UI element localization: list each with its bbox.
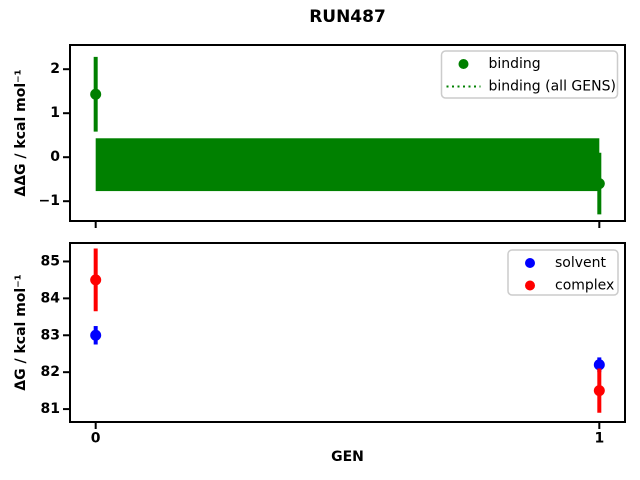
data-point-binding-1 — [593, 178, 605, 190]
legend-box-top — [440, 50, 619, 99]
axes-frame-top — [69, 44, 626, 222]
data-point-complex-0 — [90, 274, 102, 286]
legend-box-bottom — [507, 249, 619, 296]
top-y-axis-label: ΔΔG / kcal mol⁻¹ — [13, 69, 29, 196]
legend-label-solvent: solvent — [555, 255, 607, 271]
x-tick-label-1: 1 — [594, 431, 604, 447]
y-tick-label-top-1: 0 — [50, 149, 60, 165]
y-tick-label-bottom-3: 84 — [41, 290, 61, 306]
confidence-band-binding-all-gens — [95, 138, 600, 192]
axes-frame-bottom — [69, 242, 626, 423]
bottom-y-axis-label: ΔG / kcal mol⁻¹ — [13, 274, 29, 390]
y-tick-label-bottom-1: 82 — [41, 364, 60, 380]
y-tick-label-bottom-4: 85 — [41, 253, 60, 269]
legend-label-complex: complex — [555, 278, 614, 294]
legend-top: binding binding (all GENS) — [440, 50, 619, 99]
legend-marker-dot-binding — [458, 59, 469, 69]
data-point-solvent-1 — [593, 359, 605, 371]
y-tick-label-top-0: −1 — [39, 193, 60, 209]
legend-label-binding-all-gens: binding (all GENS) — [489, 79, 616, 95]
y-tick-label-bottom-2: 83 — [41, 327, 60, 343]
data-point-binding-0 — [90, 88, 102, 100]
legend-marker-dot-complex — [525, 280, 535, 291]
legend-marker-dot-solvent — [525, 258, 535, 268]
data-point-complex-1 — [593, 385, 605, 397]
plot-marks: −1 0 1 2 binding binding (all GENS) 81 82 83 84 85… — [39, 44, 626, 447]
x-tick-label-0: 0 — [91, 431, 101, 447]
y-tick-label-top-2: 1 — [50, 105, 60, 121]
subplot-top: −1 0 1 2 binding binding (all GENS) — [39, 44, 626, 228]
data-point-solvent-0 — [90, 329, 102, 341]
subplot-bottom: 81 82 83 84 85 0 1 solvent complex — [41, 242, 626, 447]
legend-label-binding: binding — [489, 56, 541, 72]
legend-bottom: solvent complex — [507, 249, 619, 296]
y-tick-label-bottom-0: 81 — [41, 401, 60, 417]
chart-title: RUN487 — [309, 7, 386, 27]
y-tick-label-top-3: 2 — [50, 61, 60, 77]
x-axis-label: GEN — [331, 449, 364, 465]
